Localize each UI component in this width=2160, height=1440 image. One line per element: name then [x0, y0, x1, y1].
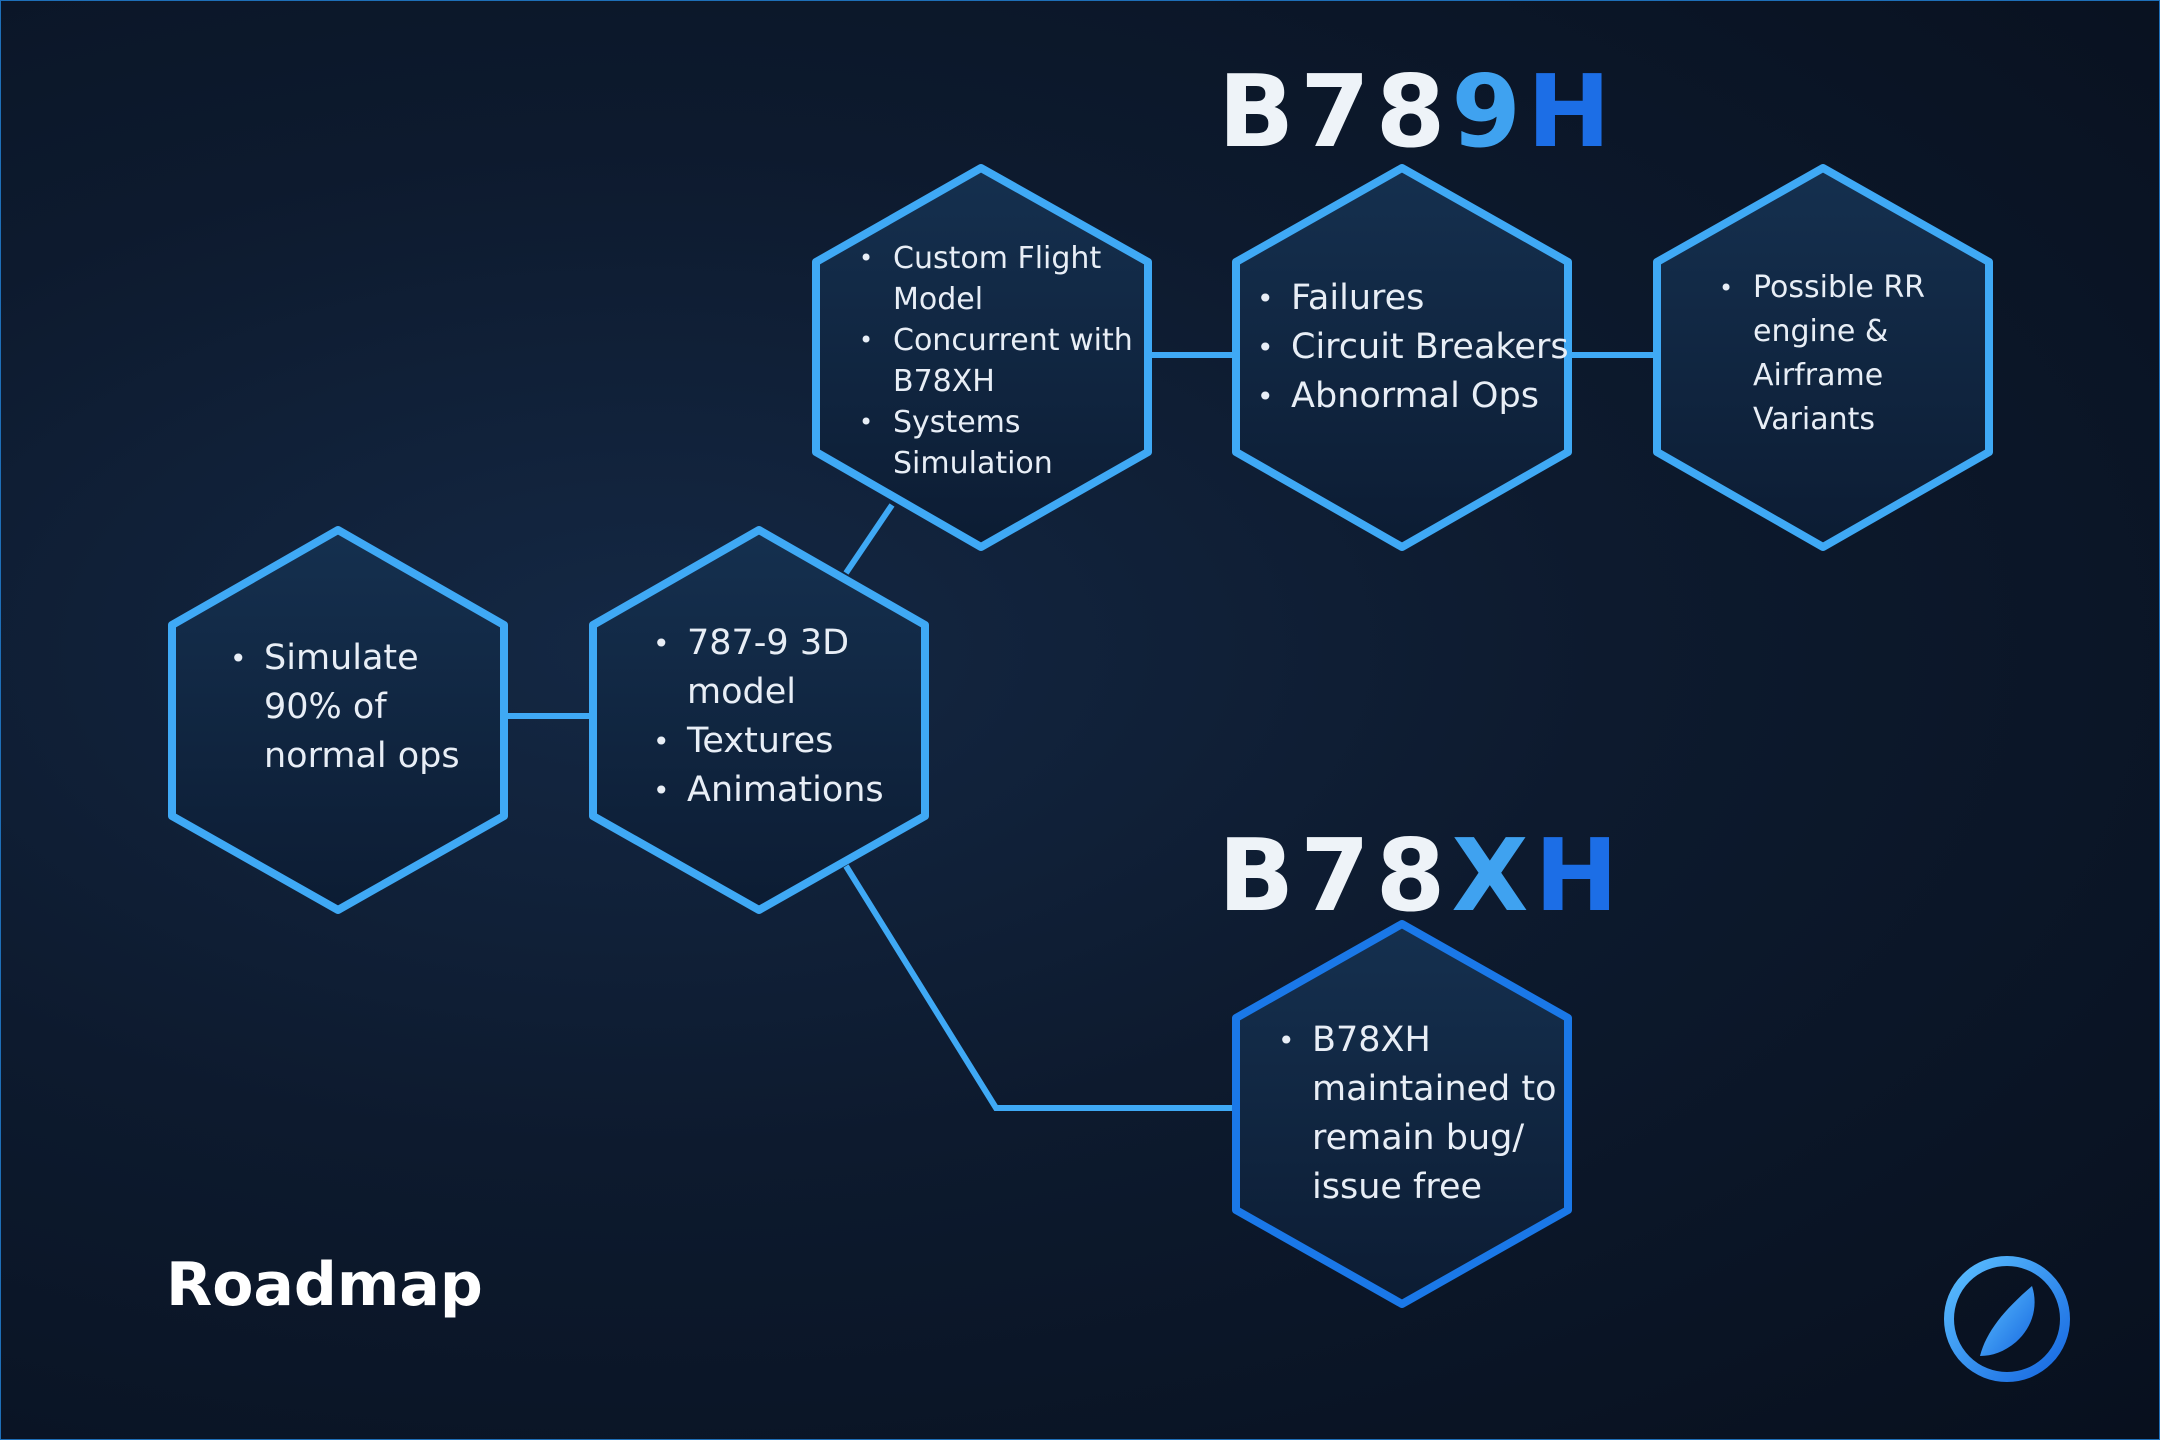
node-simulate-text: Simulate 90% of normal ops — [228, 634, 488, 781]
heading-part-light: 9 — [1451, 53, 1527, 170]
list-item: Possible RR engine & Airframe Variants — [1717, 266, 1967, 442]
list-item: Animations — [651, 766, 911, 815]
list-item: Custom Flight Model — [857, 238, 1137, 320]
heading-part-dark: H — [1526, 53, 1617, 170]
node-flight-model-text: Custom Flight Model Concurrent with B78X… — [857, 238, 1137, 484]
connector-model-maintain — [843, 864, 1234, 1111]
b789h-heading: B789H — [1218, 62, 1617, 162]
heading-part-dark: H — [1534, 817, 1625, 934]
list-item: B78XH maintained to remain bug/ issue fr… — [1276, 1016, 1566, 1212]
node-variants-text: Possible RR engine & Airframe Variants — [1717, 266, 1967, 442]
node-failures-text: Failures Circuit Breakers Abnormal Ops — [1255, 274, 1575, 421]
connector-model-flight — [843, 503, 895, 575]
list-item: Textures — [651, 717, 911, 766]
node-maintain-text: B78XH maintained to remain bug/ issue fr… — [1276, 1016, 1566, 1212]
heading-part-light: X — [1451, 817, 1535, 934]
node-3d-model-text: 787-9 3D model Textures Animations — [651, 619, 911, 815]
roadmap-title: Roadmap — [166, 1250, 483, 1320]
list-item: Systems Simulation — [857, 402, 1137, 484]
list-item: Circuit Breakers — [1255, 323, 1575, 372]
b78xh-heading: B78XH — [1218, 826, 1624, 926]
list-item: Failures — [1255, 274, 1575, 323]
circle-slash-logo-icon — [1944, 1256, 2070, 1382]
list-item: Abnormal Ops — [1255, 372, 1575, 421]
heading-part-white: B78 — [1218, 53, 1452, 170]
list-item: 787-9 3D model — [651, 619, 911, 717]
list-item: Concurrent with B78XH — [857, 320, 1137, 402]
list-item: Simulate 90% of normal ops — [228, 634, 488, 781]
heading-part-white: B78 — [1218, 817, 1452, 934]
